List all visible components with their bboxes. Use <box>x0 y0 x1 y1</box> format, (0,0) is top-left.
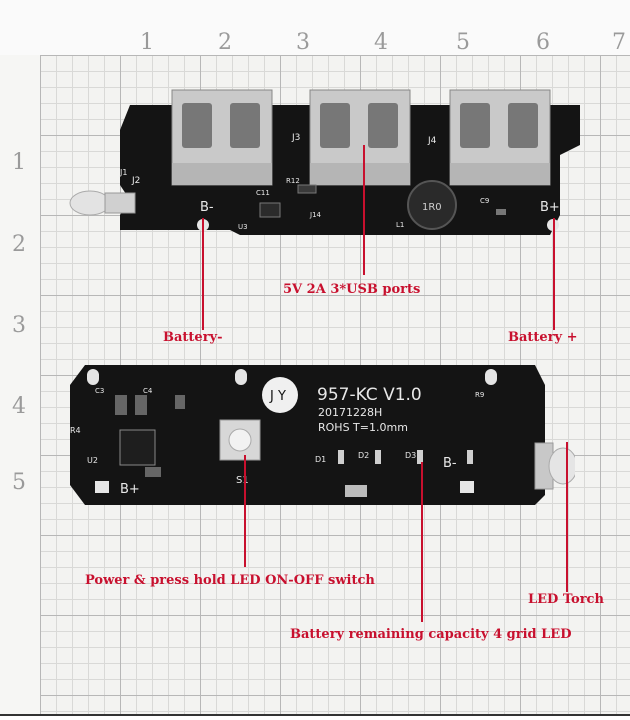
ruler-left-1: 1 <box>12 150 26 175</box>
silk-d3: D3 <box>405 451 416 460</box>
leader-usb <box>363 145 365 275</box>
leader-battery-led <box>421 462 423 622</box>
silk-j1: J1 <box>119 168 127 177</box>
ruler-top-2: 2 <box>218 30 232 55</box>
ruler-left-4: 4 <box>12 394 26 419</box>
silk-c3: C3 <box>95 387 104 395</box>
leader-power-switch <box>244 455 246 567</box>
label-led-torch: LED Torch <box>528 592 604 607</box>
silk-r9: R9 <box>475 391 484 399</box>
silk-b-minus-bottom: B- <box>443 456 457 471</box>
board-model: 957-KC V1.0 <box>317 385 422 405</box>
ruler-left-2: 2 <box>12 232 26 257</box>
label-battery-plus: Battery + <box>508 330 578 345</box>
silk-b-minus-top: B- <box>200 200 214 215</box>
silk-b-plus-bottom: B+ <box>120 482 140 497</box>
silk-d2: D2 <box>358 451 369 460</box>
silk-c9: C9 <box>480 197 489 205</box>
led-torch-top <box>69 190 136 216</box>
ruler-top-4: 4 <box>374 30 388 55</box>
ruler-top-7: 7 <box>612 30 626 55</box>
led-torch-bottom <box>534 442 575 490</box>
ruler-top-1: 1 <box>140 30 154 55</box>
usb-port-3 <box>449 89 551 186</box>
ruler-top-6: 6 <box>536 30 550 55</box>
label-usb-ports: 5V 2A 3*USB ports <box>283 282 421 297</box>
board-date: 20171228H <box>318 406 382 419</box>
usb-port-1 <box>171 89 273 186</box>
ruler-left-strip <box>0 55 41 715</box>
silk-j3: J3 <box>291 133 300 143</box>
ruler-left-3: 3 <box>12 313 26 338</box>
silk-j2: J2 <box>131 176 140 186</box>
pcb-bottom-view: J Y 957-KC V1.0 20171228H ROHS T=1.0mm S… <box>70 365 575 505</box>
silk-l1: L1 <box>396 221 404 229</box>
label-power-switch: Power & press hold LED ON-OFF switch <box>85 573 375 588</box>
silk-u2: U2 <box>87 456 98 465</box>
silk-r12: R12 <box>286 177 300 185</box>
silk-u3: U3 <box>238 223 248 231</box>
usb-port-2 <box>309 89 411 186</box>
silk-c11: C11 <box>256 189 270 197</box>
pcb-top-view: 1R0 J2 J1 J3 J4 B- B+ R12 C11 C9 U3 L1 J… <box>69 89 580 235</box>
silk-j4: J4 <box>427 136 437 146</box>
leader-battery-plus <box>553 218 555 330</box>
silk-c4: C4 <box>143 387 153 395</box>
label-battery-led: Battery remaining capacity 4 grid LED <box>290 627 572 642</box>
board-rohs: ROHS T=1.0mm <box>318 421 408 434</box>
inductor: 1R0 <box>407 180 457 230</box>
power-button <box>219 419 261 461</box>
silk-d1: D1 <box>315 455 326 464</box>
silk-b-plus-top: B+ <box>540 200 560 215</box>
bottom-border-line <box>0 714 630 716</box>
silk-r4: R4 <box>70 426 81 435</box>
ruler-top-3: 3 <box>296 30 310 55</box>
leader-battery-minus <box>202 218 204 330</box>
ruler-top-5: 5 <box>456 30 470 55</box>
label-battery-minus: Battery- <box>163 330 223 345</box>
inductor-marking: 1R0 <box>422 202 442 213</box>
leader-led-torch <box>566 442 568 592</box>
ruler-left-5: 5 <box>12 470 26 495</box>
silk-s1: S1 <box>236 475 249 486</box>
silk-j14: J14 <box>309 211 322 219</box>
svg-text:J Y: J Y <box>269 389 286 404</box>
